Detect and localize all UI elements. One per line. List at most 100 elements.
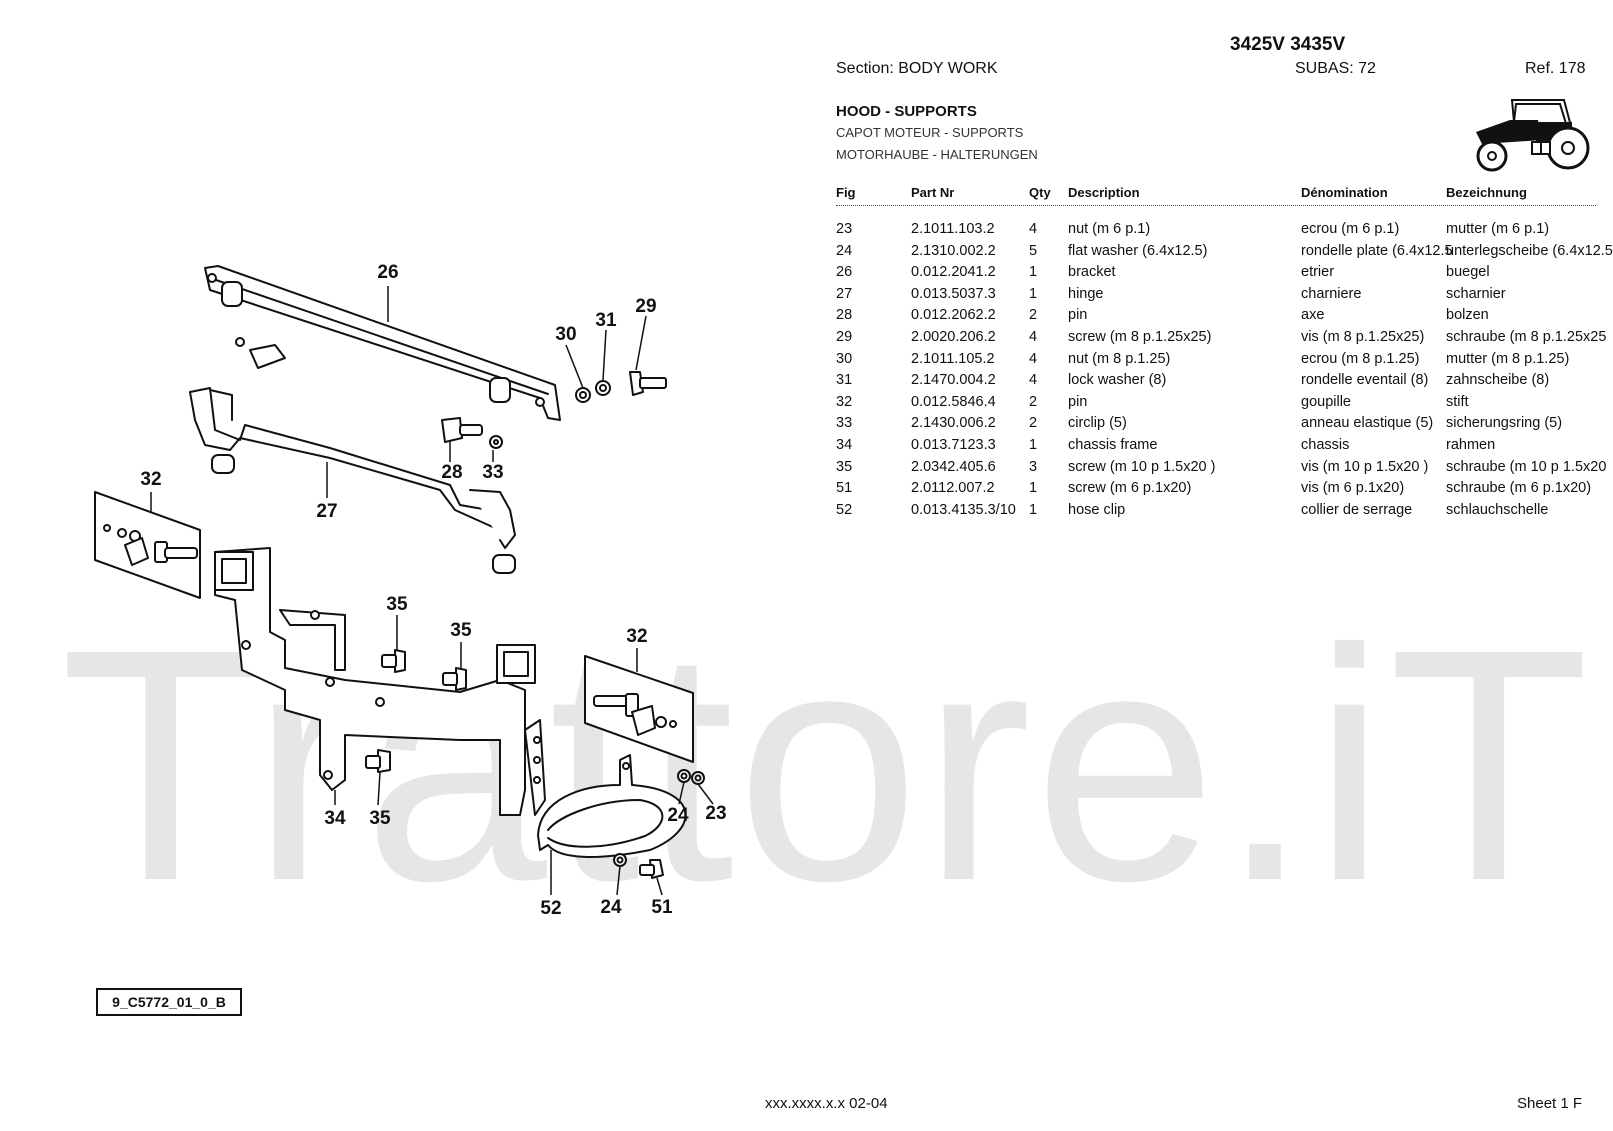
- cell-denomination: anneau elastique (5): [1301, 415, 1434, 432]
- cell-denomination: vis (m 8 p.1.25x25): [1301, 328, 1425, 345]
- table-row: 31 2.1470.004.2 4 lock washer (8) rondel…: [836, 372, 1600, 394]
- tractor-icon: [1476, 99, 1590, 172]
- cell-fig: 28: [836, 307, 853, 324]
- cell-fig: 24: [836, 242, 853, 259]
- cell-description: nut (m 8 p.1.25): [1068, 350, 1171, 367]
- callout-26: 26: [377, 262, 398, 283]
- cell-part-nr: 2.1430.006.2: [911, 415, 996, 432]
- cell-qty: 1: [1029, 436, 1038, 453]
- cell-description: pin: [1068, 307, 1088, 324]
- cell-description: hose clip: [1068, 501, 1126, 518]
- col-denomination: Dénomination: [1301, 185, 1388, 200]
- callout-33: 33: [482, 462, 503, 483]
- cell-part-nr: 0.012.2062.2: [911, 307, 996, 324]
- cell-fig: 34: [836, 436, 853, 453]
- title-german: MOTORHAUBE - HALTERUNGEN: [836, 147, 1038, 162]
- cell-denomination: vis (m 10 p 1.5x20 ): [1301, 458, 1429, 475]
- cell-part-nr: 0.012.2041.2: [911, 264, 996, 281]
- cell-fig: 52: [836, 501, 853, 518]
- cell-qty: 3: [1029, 458, 1038, 475]
- watermark: Trattore.iT: [60, 580, 1592, 949]
- cell-part-nr: 2.0112.007.2: [911, 480, 995, 497]
- cell-denomination: charniere: [1301, 285, 1362, 302]
- parts-table: 23 2.1011.103.2 4 nut (m 6 p.1) ecrou (m…: [836, 221, 1613, 524]
- cell-description: flat washer (6.4x12.5): [1068, 242, 1208, 259]
- cell-qty: 2: [1029, 393, 1038, 410]
- chassis-frame-part: [214, 547, 526, 816]
- cell-fig: 31: [836, 372, 853, 389]
- table-row: 29 2.0020.206.2 4 screw (m 8 p.1.25x25) …: [836, 328, 1606, 351]
- table-row: 52 0.013.4135.3/10 1 hose clip collier d…: [836, 502, 1600, 524]
- exploded-parts-diagram: 26 30 31 29 28 33 27 32 35 35 32 34 35 2…: [94, 262, 727, 919]
- callout-34: 34: [324, 808, 346, 829]
- cell-description: pin: [1068, 393, 1088, 410]
- cell-qty: 4: [1029, 372, 1038, 389]
- col-description: Description: [1068, 185, 1140, 200]
- cell-bezeichnung: schraube (m 6 p.1x20): [1446, 480, 1592, 497]
- subas-label: SUBAS: 72: [1295, 60, 1376, 77]
- table-row: 35 2.0342.405.6 3 screw (m 10 p 1.5x20 )…: [836, 458, 1606, 481]
- cell-bezeichnung: mutter (m 6 p.1): [1446, 221, 1550, 237]
- cell-part-nr: 2.1470.004.2: [911, 372, 996, 389]
- cell-fig: 35: [836, 458, 853, 475]
- sheet-number: Sheet 1 F: [1517, 1095, 1583, 1112]
- cell-bezeichnung: buegel: [1446, 264, 1490, 281]
- cell-denomination: axe: [1301, 307, 1325, 324]
- cell-qty: 5: [1029, 242, 1038, 259]
- cell-denomination: ecrou (m 6 p.1): [1301, 221, 1400, 237]
- col-fig: Fig: [836, 185, 856, 200]
- cell-part-nr: 2.1011.103.2: [911, 221, 995, 237]
- diagram-code-label: 9_C5772_01_0_B: [96, 988, 242, 1016]
- col-bezeichnung: Bezeichnung: [1446, 185, 1527, 200]
- table-row: 28 0.012.2062.2 2 pin axe bolzen: [836, 307, 1600, 329]
- cell-part-nr: 2.1310.002.2: [911, 242, 996, 259]
- ref-label: Ref. 178: [1525, 60, 1586, 77]
- cell-description: lock washer (8): [1068, 372, 1167, 389]
- parts-table-header: Fig Part Nr Qty Description Dénomination…: [836, 183, 1596, 206]
- callout-31: 31: [595, 310, 617, 331]
- cell-description: nut (m 6 p.1): [1068, 221, 1151, 237]
- callout-35: 35: [450, 620, 472, 641]
- cell-denomination: rondelle plate (6.4x12.5: [1301, 242, 1453, 259]
- cell-qty: 2: [1029, 307, 1038, 324]
- table-row: 32 0.012.5846.4 2 pin goupille stift: [836, 394, 1600, 416]
- cell-qty: 2: [1029, 415, 1038, 432]
- callout-23: 23: [705, 803, 726, 824]
- cell-description: screw (m 8 p.1.25x25): [1068, 328, 1212, 345]
- table-row: 26 0.012.2041.2 1 bracket etrier buegel: [836, 264, 1600, 286]
- cell-fig: 33: [836, 415, 853, 432]
- cell-part-nr: 0.012.5846.4: [911, 393, 996, 410]
- hinge-part: [189, 387, 506, 531]
- cell-fig: 23: [836, 221, 853, 237]
- cell-description: circlip (5): [1068, 415, 1127, 432]
- title-french: CAPOT MOTEUR - SUPPORTS: [836, 125, 1024, 140]
- footer-code: xxx.xxxx.x.x 02-04: [765, 1095, 888, 1112]
- cell-denomination: chassis: [1301, 436, 1350, 453]
- cell-qty: 1: [1029, 501, 1038, 518]
- cell-qty: 1: [1029, 285, 1038, 302]
- callout-24: 24: [667, 805, 689, 826]
- cell-description: chassis frame: [1068, 436, 1158, 453]
- table-row: 51 2.0112.007.2 1 screw (m 6 p.1x20) vis…: [836, 480, 1600, 502]
- cell-fig: 30: [836, 350, 853, 367]
- callout-32: 32: [140, 469, 161, 490]
- cell-denomination: vis (m 6 p.1x20): [1301, 480, 1405, 497]
- cell-fig: 51: [836, 480, 853, 497]
- cell-bezeichnung: mutter (m 8 p.1.25): [1446, 350, 1570, 367]
- model-numbers: 3425V 3435V: [1230, 34, 1346, 55]
- cell-fig: 29: [836, 328, 853, 345]
- cell-part-nr: 2.0342.405.6: [911, 458, 996, 475]
- cell-denomination: etrier: [1301, 264, 1335, 281]
- cell-description: screw (m 10 p 1.5x20 ): [1068, 458, 1216, 475]
- cell-qty: 4: [1029, 328, 1038, 345]
- cell-part-nr: 0.013.5037.3: [911, 285, 996, 302]
- cell-bezeichnung: sicherungsring (5): [1446, 415, 1563, 432]
- table-row: 33 2.1430.006.2 2 circlip (5) anneau ela…: [836, 415, 1600, 437]
- callout-30: 30: [555, 324, 576, 345]
- cell-bezeichnung: bolzen: [1446, 307, 1489, 324]
- cell-denomination: rondelle eventail (8): [1301, 372, 1429, 389]
- cell-bezeichnung: schraube (m 8 p.1.25x25: [1446, 328, 1607, 345]
- cell-part-nr: 0.013.4135.3/10: [911, 501, 1016, 518]
- callout-35: 35: [386, 594, 408, 615]
- callout-35: 35: [369, 808, 391, 829]
